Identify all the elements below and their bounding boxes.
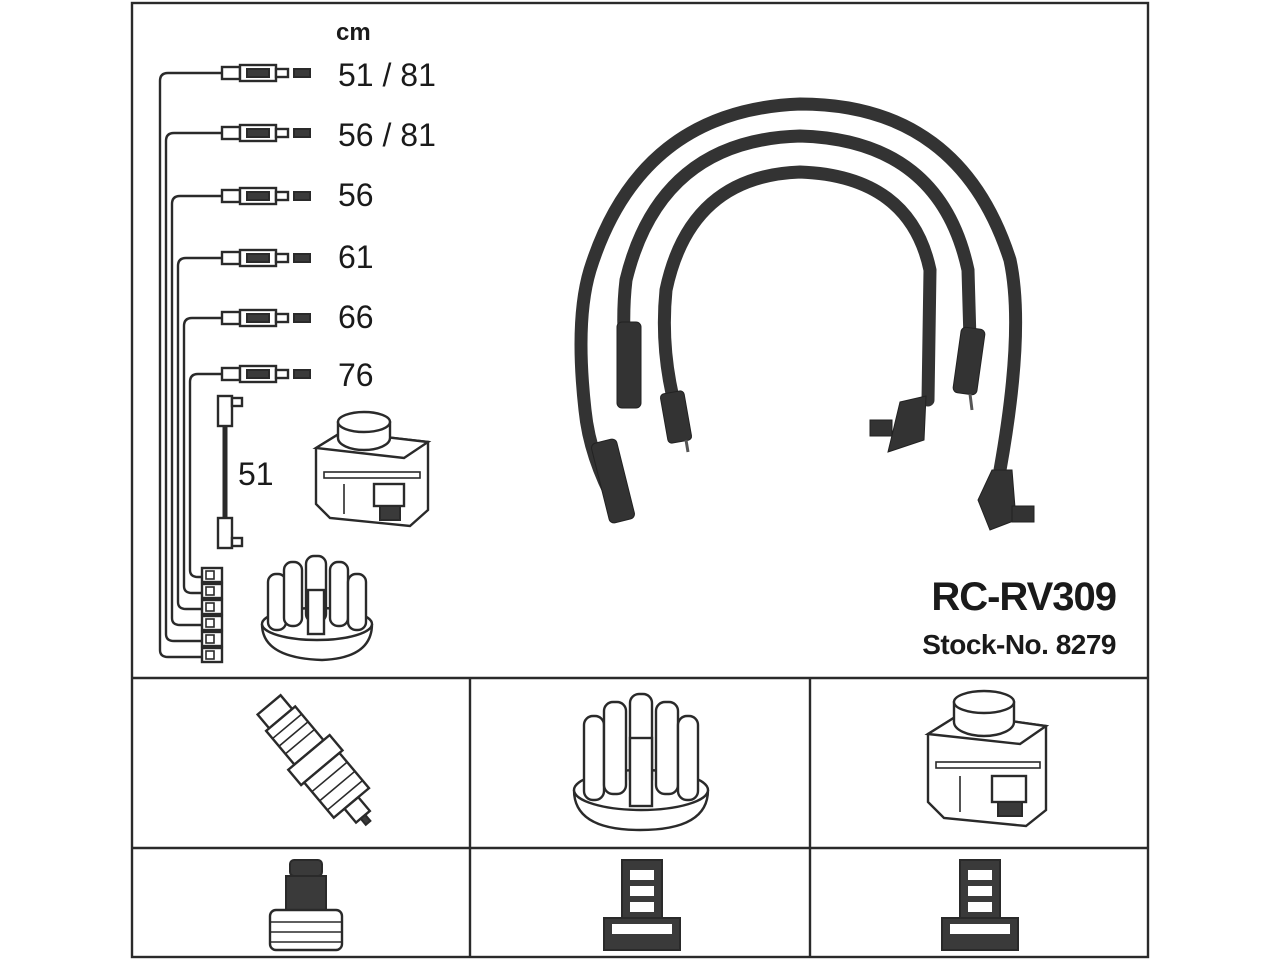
coil-connector-icon xyxy=(941,859,1019,951)
lead-2: 56 / 81 xyxy=(164,117,436,643)
lead-length-label: 56 / 81 xyxy=(338,117,436,153)
coil-lead-length-label: 51 xyxy=(238,456,274,492)
lead-4: 61 xyxy=(176,239,374,611)
lead-1: 51 / 81 xyxy=(158,57,436,659)
diagram-frame xyxy=(130,1,1150,959)
lead-3: 56 xyxy=(170,177,374,627)
coil-lead: 51 xyxy=(216,394,274,550)
spark-plug-icon xyxy=(255,693,372,827)
lead-length-label: 51 / 81 xyxy=(338,57,436,93)
cap-terminals xyxy=(200,566,224,664)
lead-5: 66 xyxy=(182,299,374,595)
lead-length-label: 61 xyxy=(338,239,374,275)
unit-label: cm xyxy=(336,19,371,46)
ignition-coil-large-icon xyxy=(924,689,1050,828)
plug-connector-icon xyxy=(268,859,344,952)
lead-6: 76 xyxy=(188,357,374,579)
lead-length-label: 66 xyxy=(338,299,374,335)
lead-length-label: 56 xyxy=(338,177,374,213)
ignition-coil-icon xyxy=(312,410,432,528)
distributor-cap-large-icon xyxy=(572,692,710,832)
stock-number: Stock-No. 8279 xyxy=(922,629,1116,660)
model-number: RC-RV309 xyxy=(931,575,1116,619)
cable-set-photo xyxy=(574,97,1035,531)
cap-connector-icon xyxy=(603,859,681,951)
distributor-cap-icon xyxy=(260,554,374,662)
lead-set-schematic: 51 / 81 56 / 81 56 xyxy=(158,57,436,664)
lead-length-label: 76 xyxy=(338,357,374,393)
